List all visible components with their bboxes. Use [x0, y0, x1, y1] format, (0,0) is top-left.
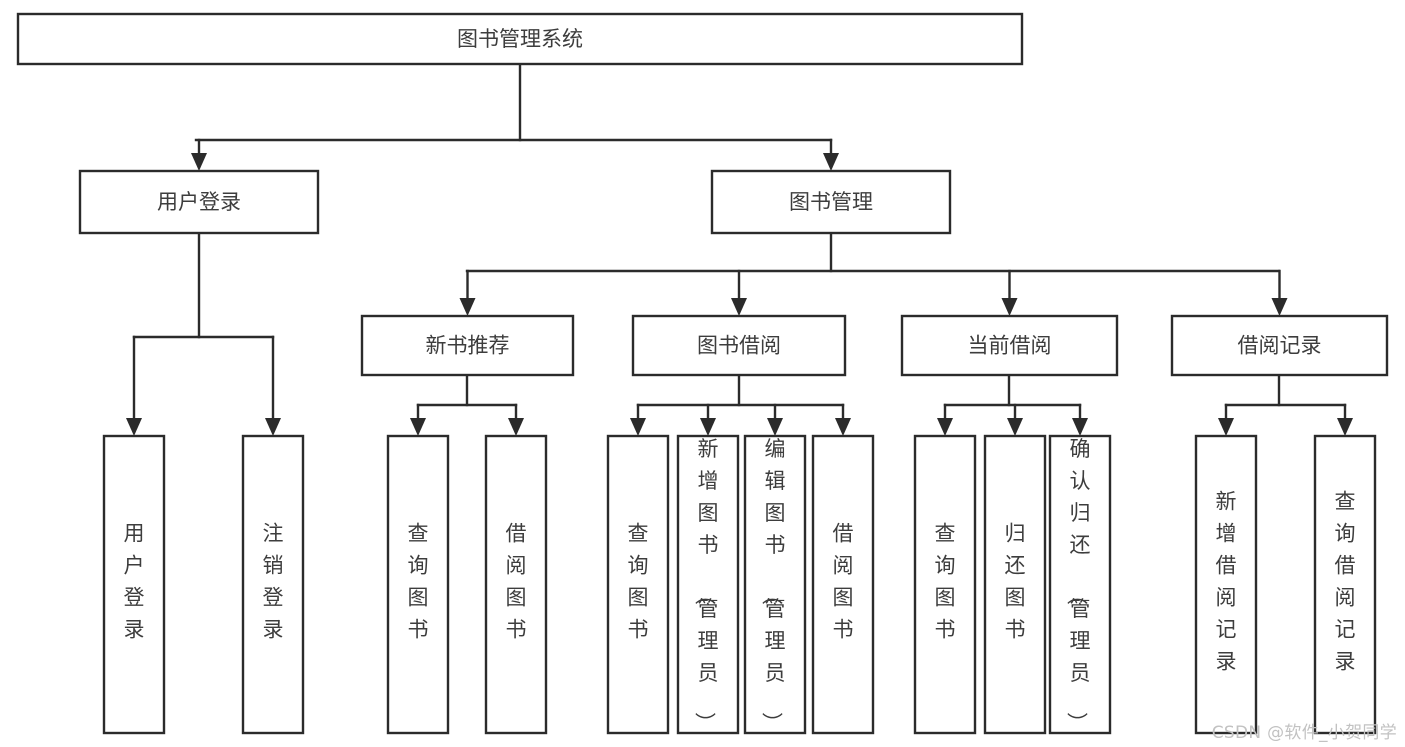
level2-node-用户登录[interactable]: 用户登录: [78, 169, 320, 235]
leaf-label: 借阅图书: [833, 522, 854, 642]
level2-node-label: 图书管理: [789, 190, 873, 214]
leaf-box[interactable]: [102, 434, 166, 735]
leaf-box[interactable]: [676, 434, 740, 735]
connector-current-leaves: [943, 373, 1082, 407]
leaf-label: 查询图书: [408, 522, 429, 642]
arrow-to-leaf-9: [1007, 403, 1023, 436]
connector-bookmgmt-to-level3: [465, 231, 1281, 273]
arrow-to-用户登录: [191, 138, 207, 171]
arrow-to-leaf-12: [1337, 403, 1353, 436]
arrow-to-图书管理: [823, 138, 839, 171]
leaf-label: 编辑图书（管理员）: [760, 437, 786, 733]
level3-node-当前借阅[interactable]: 当前借阅: [900, 314, 1119, 377]
arrow-to-图书借阅: [731, 269, 747, 316]
leaf-node-新增借阅记录-11[interactable]: 新增借阅记录: [1194, 434, 1258, 735]
level3-node-box[interactable]: [360, 314, 575, 377]
connector-userlogin-leaves: [132, 231, 275, 339]
leaf-node-借阅图书-7[interactable]: 借阅图书: [811, 434, 875, 735]
level2-node-图书管理[interactable]: 图书管理: [710, 169, 952, 235]
leaf-label: 新增图书（管理员）: [693, 437, 719, 733]
leaf-box[interactable]: [811, 434, 875, 735]
leaf-box[interactable]: [1048, 434, 1112, 735]
connector-borrow-leaves: [636, 373, 845, 407]
connector-newbook-leaves: [416, 373, 518, 407]
connector-root-to-level2: [194, 62, 833, 142]
arrow-to-leaf-1: [265, 335, 281, 436]
arrow-to-leaf-0: [126, 335, 142, 436]
leaf-box[interactable]: [606, 434, 670, 735]
leaf-box[interactable]: [484, 434, 548, 735]
leaf-label: 用户登录: [124, 522, 145, 642]
level2-node-label: 用户登录: [157, 190, 241, 214]
level3-node-label: 当前借阅: [968, 334, 1052, 358]
level2-node-box[interactable]: [710, 169, 952, 235]
arrow-to-leaf-8: [937, 403, 953, 436]
leaf-box[interactable]: [1313, 434, 1377, 735]
level3-node-label: 借阅记录: [1238, 334, 1322, 358]
leaf-label: 查询借阅记录: [1335, 490, 1356, 674]
leaf-label: 查询图书: [935, 522, 956, 642]
leaf-node-注销登录-1[interactable]: 注销登录: [241, 434, 305, 735]
arrow-to-leaf-5: [700, 403, 716, 436]
arrow-to-leaf-2: [410, 403, 426, 436]
leaf-node-查询图书-8[interactable]: 查询图书: [913, 434, 977, 735]
arrow-to-leaf-10: [1072, 403, 1088, 436]
level3-node-box[interactable]: [900, 314, 1119, 377]
leaf-node-新增图书-管理员-5[interactable]: 新增图书（管理员）: [676, 434, 740, 735]
leaf-label: 注销登录: [263, 522, 284, 642]
level2-node-box[interactable]: [78, 169, 320, 235]
leaf-box[interactable]: [913, 434, 977, 735]
root-node-box[interactable]: [16, 12, 1024, 66]
root-node-图书管理系统[interactable]: 图书管理系统: [16, 12, 1024, 66]
leaf-node-查询图书-4[interactable]: 查询图书: [606, 434, 670, 735]
leaf-node-查询图书-2[interactable]: 查询图书: [386, 434, 450, 735]
leaf-box[interactable]: [241, 434, 305, 735]
leaf-node-归还图书-9[interactable]: 归还图书: [983, 434, 1047, 735]
level3-node-box[interactable]: [631, 314, 847, 377]
arrow-to-leaf-7: [835, 403, 851, 436]
connector-record-leaves: [1224, 373, 1347, 407]
leaf-label: 确认归还（管理员）: [1065, 437, 1091, 733]
leaf-label: 新增借阅记录: [1216, 490, 1237, 674]
level3-node-图书借阅[interactable]: 图书借阅: [631, 314, 847, 377]
csdn-watermark: CSDN @软件_小贺同学: [1211, 723, 1397, 743]
arrow-to-leaf-6: [767, 403, 783, 436]
arrow-to-借阅记录: [1271, 269, 1288, 316]
level3-node-借阅记录[interactable]: 借阅记录: [1170, 314, 1389, 377]
arrow-to-leaf-11: [1218, 403, 1234, 436]
leaf-node-确认归还-管理员-10[interactable]: 确认归还（管理员）: [1048, 434, 1112, 735]
leaf-box[interactable]: [1194, 434, 1258, 735]
leaf-node-用户登录-0[interactable]: 用户登录: [102, 434, 166, 735]
arrow-to-当前借阅: [1001, 269, 1018, 316]
leaf-box[interactable]: [386, 434, 450, 735]
leaf-label: 归还图书: [1005, 522, 1026, 642]
level3-node-label: 新书推荐: [426, 334, 510, 358]
leaf-node-查询借阅记录-12[interactable]: 查询借阅记录: [1313, 434, 1377, 735]
leaf-box[interactable]: [983, 434, 1047, 735]
root-node-label: 图书管理系统: [457, 27, 583, 51]
level3-node-box[interactable]: [1170, 314, 1389, 377]
leaf-box[interactable]: [743, 434, 807, 735]
level3-node-label: 图书借阅: [697, 334, 781, 358]
arrow-to-新书推荐: [459, 269, 476, 316]
arrow-to-leaf-3: [508, 403, 524, 436]
leaf-node-借阅图书-3[interactable]: 借阅图书: [484, 434, 548, 735]
level3-node-新书推荐[interactable]: 新书推荐: [360, 314, 575, 377]
arrow-to-leaf-4: [630, 403, 646, 436]
leaf-node-编辑图书-管理员-6[interactable]: 编辑图书（管理员）: [743, 434, 807, 735]
leaf-label: 借阅图书: [506, 522, 527, 642]
leaf-label: 查询图书: [628, 522, 649, 642]
